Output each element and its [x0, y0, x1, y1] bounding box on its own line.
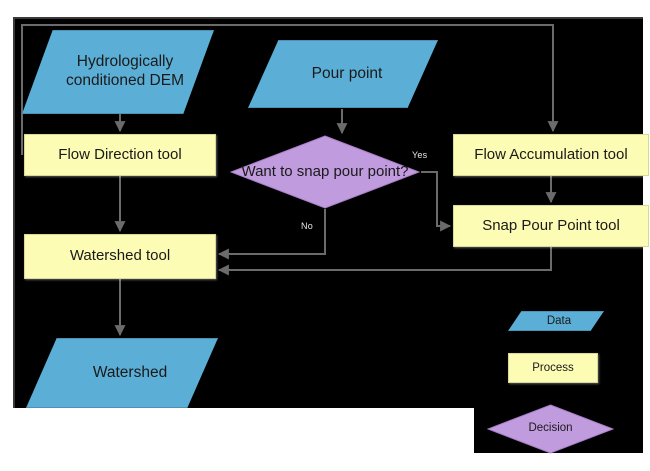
diamond-shape: [230, 135, 420, 209]
node-snap-pour-point-tool[interactable]: Snap Pour Point tool: [453, 205, 649, 247]
node-flow-accumulation-tool[interactable]: Flow Accumulation tool: [453, 134, 649, 176]
node-label: Snap Pour Point tool: [482, 216, 620, 234]
node-label: Pour point: [311, 64, 383, 82]
node-watershed-tool[interactable]: Watershed tool: [24, 234, 216, 279]
legend-label: Data: [546, 314, 572, 327]
diamond-shape: [487, 404, 614, 454]
node-label: Flow Accumulation tool: [474, 145, 628, 163]
node-label: Hydrologically conditioned DEM: [65, 53, 185, 89]
node-hydrologically-conditioned-dem[interactable]: Hydrologically conditioned DEM: [22, 30, 214, 114]
node-watershed[interactable]: Watershed: [26, 338, 218, 408]
edge-label-yes: Yes: [412, 150, 428, 160]
node-flow-direction-tool[interactable]: Flow Direction tool: [24, 134, 216, 176]
legend-item-decision: Decision: [487, 404, 614, 454]
edge-label-no: No: [301, 221, 313, 231]
legend-item-process: Process: [508, 353, 598, 383]
legend-item-data: Data: [508, 311, 604, 331]
node-pour-point[interactable]: Pour point: [248, 40, 438, 108]
legend-label: Process: [532, 361, 574, 374]
node-want-to-snap-pour-point-decision[interactable]: Want to snap pour point?: [230, 135, 420, 209]
node-label: Watershed: [92, 363, 168, 381]
node-label: Watershed tool: [69, 247, 171, 265]
node-label: Want to snap pour point?: [241, 163, 409, 180]
legend-label: Decision: [528, 422, 573, 435]
node-label: Flow Direction tool: [58, 145, 182, 163]
